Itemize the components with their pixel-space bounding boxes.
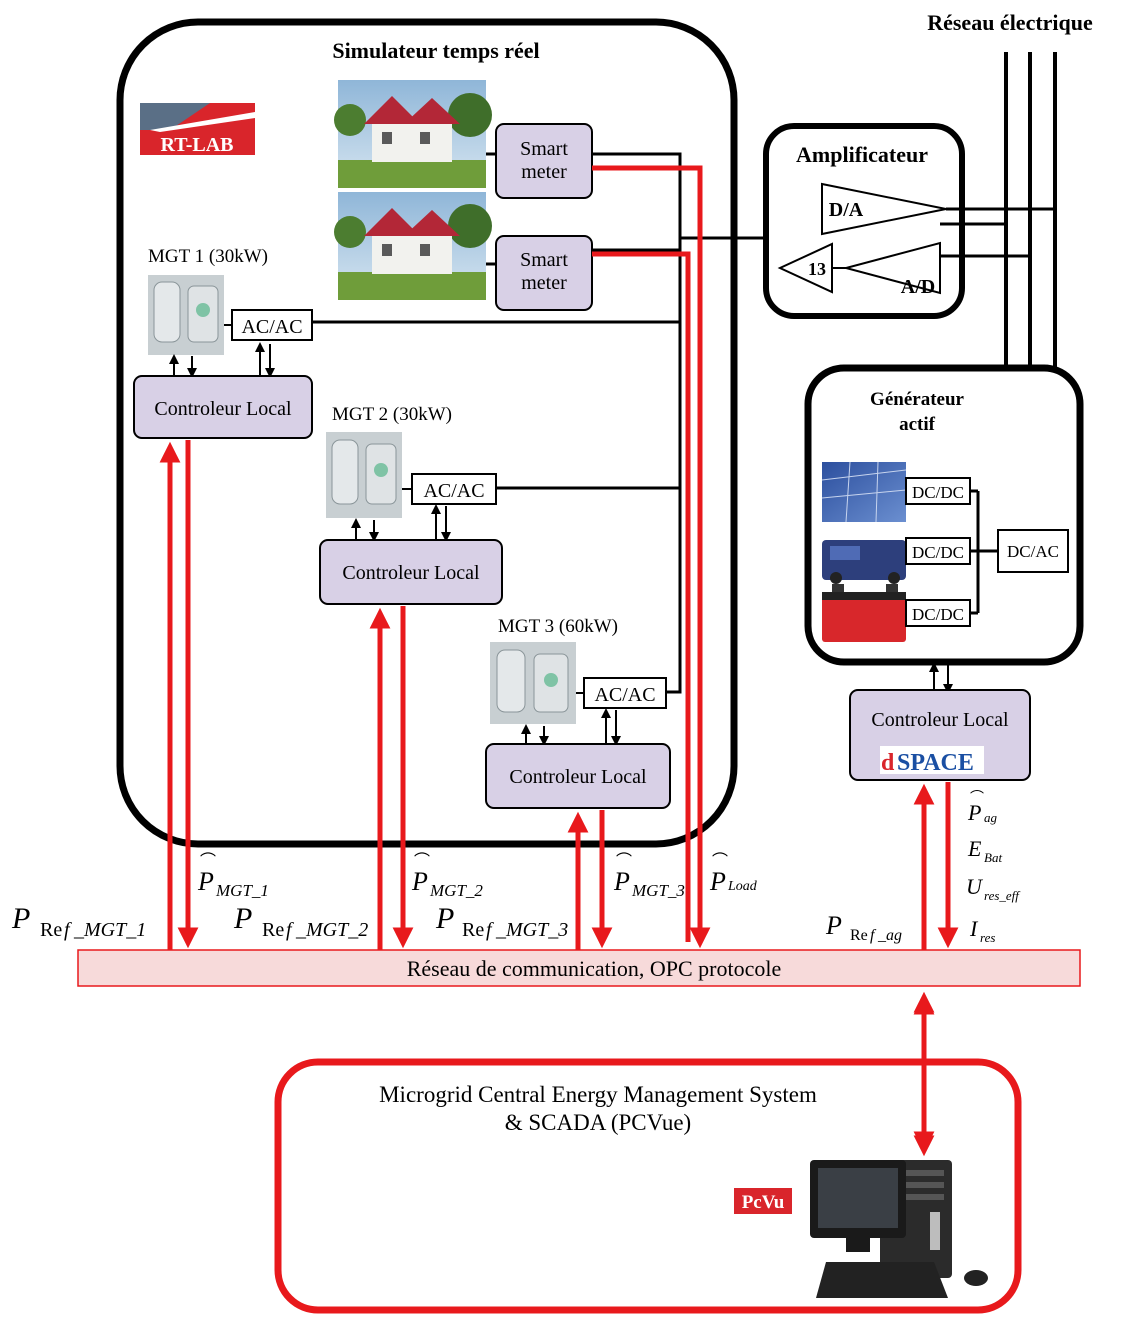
grid-title: Réseau électrique bbox=[927, 10, 1093, 35]
svg-text:P: P bbox=[411, 867, 428, 896]
mgt3-acac-label: AC/AC bbox=[594, 684, 655, 706]
svg-text:P: P bbox=[967, 800, 981, 825]
label-ebat: E Bat bbox=[967, 836, 1002, 865]
rtlab-logo-text: RT-LAB bbox=[160, 134, 233, 156]
svg-text:Re: Re bbox=[262, 919, 284, 941]
svg-text:res_eff: res_eff bbox=[984, 888, 1021, 903]
svg-text:f: f bbox=[286, 919, 294, 941]
computer-image bbox=[810, 1160, 988, 1298]
svg-text:PcVu: PcVu bbox=[742, 1192, 785, 1213]
svg-text:P: P bbox=[613, 867, 630, 896]
label-pref-mgt3: P Re f _MGT_3 bbox=[435, 902, 568, 941]
label-pref-mgt2: P Re f _MGT_2 bbox=[233, 902, 368, 941]
ems-title-line1: Microgrid Central Energy Management Syst… bbox=[379, 1082, 817, 1107]
label-pref-ag: P Re f _ag bbox=[825, 911, 902, 944]
dspace-logo: d SPACE bbox=[880, 746, 984, 776]
label-pmgt1-measured: ⌒ P MGT_1 bbox=[197, 852, 269, 900]
mgt2-label: MGT 2 (30kW) bbox=[332, 404, 452, 425]
svg-text:Re: Re bbox=[40, 919, 62, 941]
battery-rack-image bbox=[822, 540, 906, 584]
svg-text:_MGT_2: _MGT_2 bbox=[295, 919, 368, 941]
mgt2-turbine-image bbox=[326, 432, 402, 518]
svg-text:P: P bbox=[825, 911, 842, 940]
smart-meter-1-line2: meter bbox=[521, 161, 567, 183]
svg-text:f: f bbox=[870, 927, 877, 944]
mgt1-turbine-image bbox=[148, 275, 224, 355]
svg-text:f: f bbox=[64, 919, 72, 941]
svg-text:P: P bbox=[709, 867, 726, 896]
dcdc-converters: DC/DC DC/DC DC/DC bbox=[906, 478, 970, 626]
dcdc-label-3: DC/DC bbox=[912, 605, 964, 624]
svg-text:U: U bbox=[966, 874, 984, 899]
label-pref-mgt1: P Re f _MGT_1 bbox=[11, 902, 146, 941]
svg-text:P: P bbox=[11, 902, 30, 935]
label-pload-measured: ⌒ P Load bbox=[709, 852, 758, 896]
mgt3-label: MGT 3 (60kW) bbox=[498, 616, 618, 637]
mgt3-turbine-image bbox=[490, 642, 576, 724]
communication-network-label: Réseau de communication, OPC protocole bbox=[407, 956, 782, 981]
battery-image bbox=[822, 584, 906, 642]
svg-text:_ag: _ag bbox=[877, 927, 902, 944]
svg-text:E: E bbox=[967, 836, 982, 861]
label-pag-measured: ⌒ P ag bbox=[967, 790, 998, 825]
active-gen-controller-label: Controleur Local bbox=[871, 709, 1009, 731]
dcdc-label-2: DC/DC bbox=[912, 543, 964, 562]
smart-meter-2-line2: meter bbox=[521, 272, 567, 294]
ad-label: A/D bbox=[901, 276, 935, 298]
dcac-label: DC/AC bbox=[1007, 542, 1059, 561]
pv-panel-image bbox=[822, 462, 906, 522]
smart-meter-2-line1: Smart bbox=[520, 249, 568, 271]
svg-text:P: P bbox=[435, 902, 454, 935]
svg-text:ag: ag bbox=[984, 810, 998, 825]
smart-meter-2: Smart meter bbox=[486, 236, 592, 310]
svg-text:MGT_1: MGT_1 bbox=[215, 881, 269, 900]
house-image-2 bbox=[334, 192, 492, 300]
label-ires: I res bbox=[969, 916, 995, 945]
label-pmgt2-measured: ⌒ P MGT_2 bbox=[411, 852, 483, 900]
active-generator-line1: Générateur bbox=[870, 389, 964, 410]
pcvue-logo: PcVu bbox=[734, 1188, 792, 1214]
active-generator-line2: actif bbox=[899, 414, 936, 435]
house-image-1 bbox=[334, 80, 492, 188]
simulator-title: Simulateur temps réel bbox=[332, 38, 539, 63]
mgt2-controller-label: Controleur Local bbox=[342, 562, 480, 584]
svg-text:Bat: Bat bbox=[984, 850, 1002, 865]
svg-text:MGT_2: MGT_2 bbox=[429, 881, 483, 900]
mgt3-controller-label: Controleur Local bbox=[509, 766, 647, 788]
svg-text:_MGT_1: _MGT_1 bbox=[73, 919, 146, 941]
svg-text:Load: Load bbox=[727, 879, 758, 894]
svg-text:MGT_3: MGT_3 bbox=[631, 881, 685, 900]
svg-text:Re: Re bbox=[850, 927, 868, 944]
svg-text:I: I bbox=[969, 916, 979, 941]
svg-text:P: P bbox=[197, 867, 214, 896]
rtlab-logo: RT-LAB bbox=[140, 103, 255, 156]
svg-text:d: d bbox=[881, 750, 895, 776]
active-gen-control-arrows bbox=[934, 664, 948, 692]
svg-text:Re: Re bbox=[462, 919, 484, 941]
mgt1-controller-label: Controleur Local bbox=[154, 398, 292, 420]
da-label: D/A bbox=[829, 199, 864, 221]
mgt1-label: MGT 1 (30kW) bbox=[148, 246, 268, 267]
ems-title-line2: & SCADA (PCVue) bbox=[505, 1110, 691, 1135]
svg-text:SPACE: SPACE bbox=[897, 750, 974, 776]
mgt2-acac-label: AC/AC bbox=[423, 480, 484, 502]
amplifier-title: Amplificateur bbox=[796, 142, 928, 167]
label-pmgt3-measured: ⌒ P MGT_3 bbox=[613, 852, 685, 900]
svg-text:res: res bbox=[980, 930, 995, 945]
mgt1-acac-label: AC/AC bbox=[241, 316, 302, 338]
label-ures-eff: U res_eff bbox=[966, 874, 1021, 903]
smart-meter-1-line1: Smart bbox=[520, 138, 568, 160]
svg-text:f: f bbox=[486, 919, 494, 941]
dcdc-label-1: DC/DC bbox=[912, 483, 964, 502]
smart-meter-1: Smart meter bbox=[486, 124, 592, 198]
svg-text:P: P bbox=[233, 902, 252, 935]
svg-text:_MGT_3: _MGT_3 bbox=[495, 919, 568, 941]
amp-count-label: 13 bbox=[808, 259, 826, 279]
